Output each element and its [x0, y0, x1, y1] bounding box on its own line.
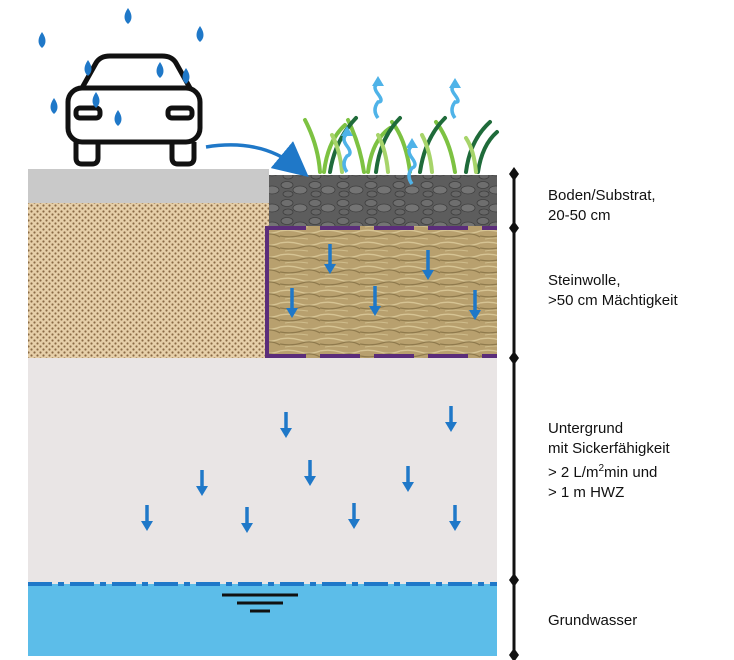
- label-subsoil-line2: mit Sickerfähigkeit: [548, 440, 670, 457]
- label-soil-line2: 20-50 cm: [548, 207, 611, 224]
- gravel-base-layer: [28, 203, 269, 358]
- evaporation-arrowhead: [372, 76, 384, 86]
- infiltration-arrow-head: [304, 476, 316, 486]
- rain-drops: [38, 8, 204, 126]
- label-subsoil-line3: > 2 L/m2min und: [548, 459, 670, 483]
- rain-drop-icon: [84, 60, 92, 76]
- rockwool-layer: [266, 226, 497, 358]
- evaporation-arrowhead: [406, 138, 418, 148]
- label-rockwool-line2: >50 cm Mächtigkeit: [548, 292, 678, 309]
- infiltration-arrow-head: [469, 310, 481, 320]
- infiltration-arrow-head: [196, 486, 208, 496]
- evaporation-wave-icon: [407, 144, 417, 186]
- evaporation-wave-icon: [342, 132, 352, 174]
- infiltration-arrows: [141, 244, 481, 533]
- rain-drop-icon: [124, 8, 132, 24]
- infiltration-arrow-head: [369, 306, 381, 316]
- line3-pre: > 2 L/m: [548, 464, 599, 481]
- infiltration-arrow-head: [324, 264, 336, 274]
- label-subsoil: Untergrund mit Sickerfähigkeit > 2 L/m2m…: [548, 419, 670, 503]
- evaporation-arrowhead: [341, 126, 353, 136]
- pavement-layer: [28, 169, 269, 203]
- car-icon: [65, 53, 203, 167]
- rain-drop-icon: [182, 68, 190, 84]
- evaporation-wave-icon: [373, 82, 383, 120]
- label-soil-substrate: Boden/Substrat, 20-50 cm: [548, 186, 656, 226]
- infiltration-arrow-head: [286, 308, 298, 318]
- infiltration-arrow-head: [422, 270, 434, 280]
- label-rockwool: Steinwolle, >50 cm Mächtigkeit: [548, 271, 678, 311]
- label-groundwater: Grundwasser: [548, 611, 637, 631]
- rain-drop-icon: [114, 110, 122, 126]
- subsoil-layer: [28, 358, 497, 584]
- infiltration-arrow-head: [445, 422, 457, 432]
- evaporation-waves: [341, 76, 461, 186]
- rain-drop-icon: [156, 62, 164, 78]
- infiltration-arrow-head: [402, 482, 414, 492]
- line3-post: min und: [604, 464, 658, 481]
- infiltration-arrow-head: [141, 521, 153, 531]
- evaporation-arrowhead: [449, 78, 461, 88]
- label-rockwool-line1: Steinwolle,: [548, 272, 621, 289]
- infiltration-arrow-head: [449, 521, 461, 531]
- rain-drop-icon: [38, 32, 46, 48]
- label-subsoil-line4: > 1 m HWZ: [548, 484, 625, 501]
- soil-substrate-layer: [269, 175, 497, 226]
- infiltration-arrow-head: [280, 428, 292, 438]
- line3-sup: 2: [598, 463, 605, 474]
- rain-drop-icon: [92, 92, 100, 108]
- rain-drop-icon: [50, 98, 58, 114]
- water-table-symbol-icon: [222, 593, 298, 613]
- grass-icon: [303, 116, 499, 174]
- rain-drop-icon: [196, 26, 204, 42]
- label-subsoil-line1: Untergrund: [548, 420, 624, 437]
- label-soil-line1: Boden/Substrat,: [548, 187, 656, 204]
- infiltration-arrow-head: [348, 519, 360, 529]
- scale-tick-markers: [509, 167, 519, 660]
- infiltration-arrow-head: [241, 523, 253, 533]
- runoff-arrow: [205, 141, 309, 177]
- label-groundwater-text: Grundwasser: [548, 612, 638, 629]
- evaporation-wave-icon: [450, 84, 460, 120]
